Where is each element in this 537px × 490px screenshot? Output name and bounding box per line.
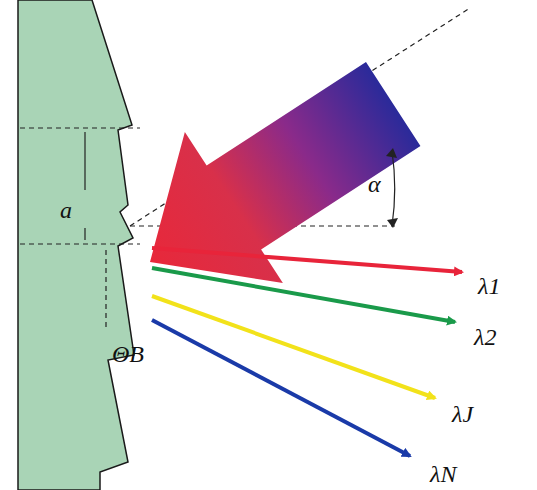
angle-label: α	[368, 172, 381, 196]
angle-arc	[392, 151, 395, 226]
diffracted-rays	[152, 248, 462, 456]
spacing-indicator	[84, 132, 85, 240]
wavelength-label: λ1	[478, 274, 500, 298]
arc-head	[386, 148, 397, 158]
spacing-label: a	[60, 198, 72, 222]
blazed-grating	[18, 0, 134, 490]
arc-head	[387, 218, 398, 228]
wavelength-label: λ2	[474, 325, 496, 349]
wavelength-label: λJ	[452, 402, 473, 426]
blaze-angle-label: ΘB	[112, 342, 144, 366]
wavelength-label: λN	[430, 462, 456, 486]
